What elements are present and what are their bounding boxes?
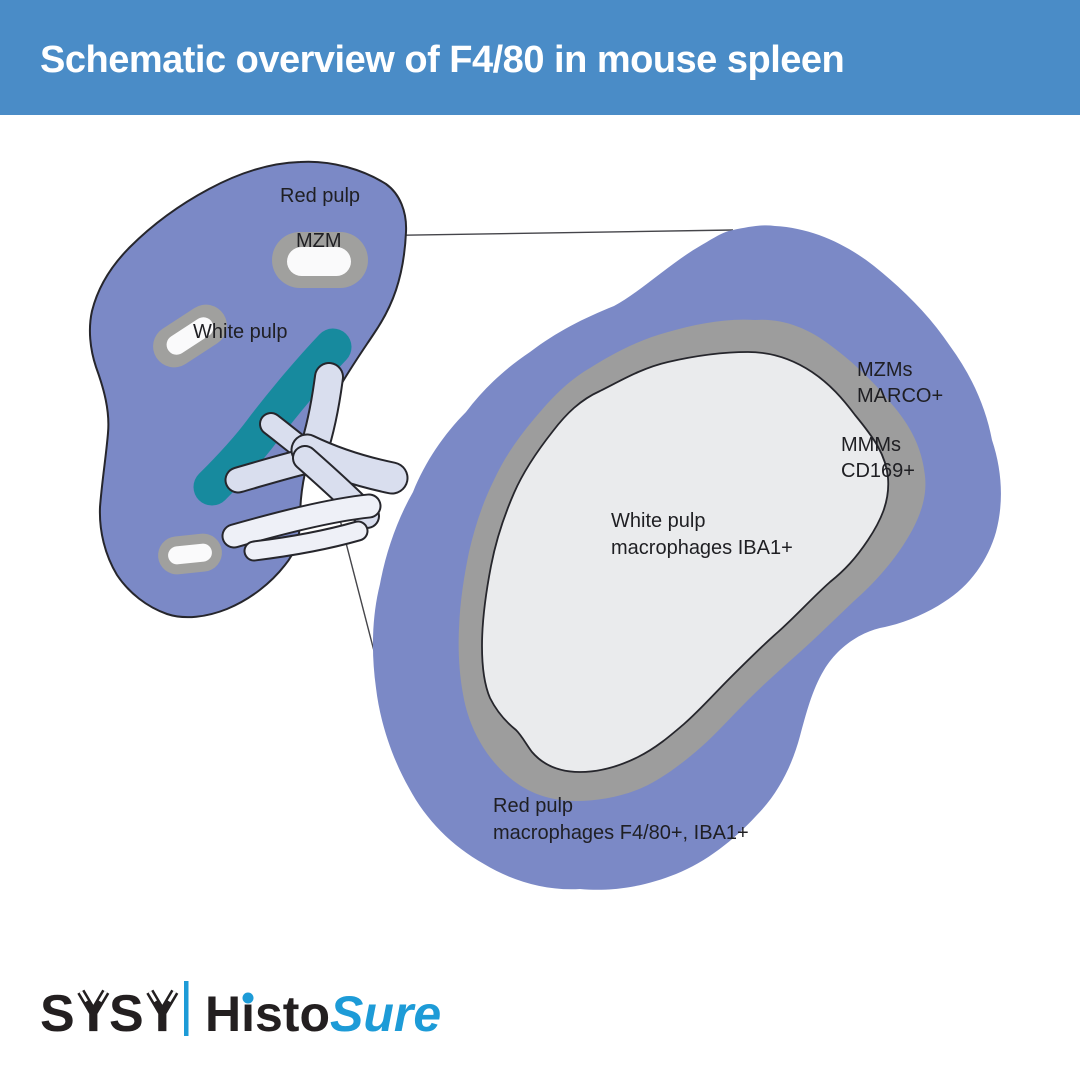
mmms-label-line1: MMMs	[841, 434, 901, 456]
logo-separator-bar	[184, 981, 189, 1036]
white-pulp-nodule-mzm	[272, 232, 368, 288]
sysy-letter-s1: S	[40, 985, 75, 1043]
red-pulp-label: Red pulp	[280, 185, 360, 207]
nodule-core	[287, 247, 351, 276]
mzms-label-line1: MZMs	[857, 359, 913, 381]
header-bar	[0, 0, 1080, 115]
brand-logo: S S HistoSure	[40, 981, 441, 1043]
nodule-core	[166, 317, 214, 355]
histosure-wordmark: HistoSure	[205, 986, 441, 1042]
white-pulp-macrophages-label-line2: macrophages IBA1+	[611, 537, 793, 559]
sysy-letter-s2: S	[109, 985, 144, 1043]
vessel-long-light	[223, 495, 380, 547]
antibody-y-icon	[146, 989, 179, 1032]
mzms-label-line2: MARCO+	[857, 385, 943, 407]
white-pulp-label: White pulp	[193, 321, 288, 343]
white-pulp-macrophages-label-line1: White pulp	[611, 510, 706, 532]
nodule-core	[168, 543, 212, 565]
antibody-y-icon	[77, 989, 110, 1032]
mmms-label-line2: CD169+	[841, 460, 915, 482]
histosure-histo: Histo	[205, 986, 330, 1042]
antibody-y-notch	[79, 990, 108, 1003]
mzm-label: MZM	[296, 230, 342, 252]
page-title: Schematic overview of F4/80 in mouse spl…	[40, 39, 844, 81]
antibody-y-notch	[148, 990, 177, 1003]
histosure-sure: Sure	[330, 986, 441, 1042]
sysy-wordmark: S S	[40, 985, 179, 1043]
red-pulp-macrophages-label-line1: Red pulp	[493, 795, 573, 817]
red-pulp-macrophages-label-line2: macrophages F4/80+, IBA1+	[493, 822, 749, 844]
histosure-i-dot	[242, 992, 254, 1004]
zoom-connector-line-top	[355, 229, 734, 237]
small-spleen-diagram: Red pulp MZM White pulp	[88, 160, 409, 619]
vessel-low-light	[245, 522, 367, 560]
zoom-view: MZMs MARCO+ MMMs CD169+ White pulp macro…	[372, 225, 1001, 890]
splenic-vessels	[221, 362, 409, 562]
white-pulp-nodule-bottom	[158, 533, 222, 575]
zoom-view-labels: MZMs MARCO+ MMMs CD169+ White pulp macro…	[493, 359, 943, 844]
small-spleen-labels: Red pulp MZM White pulp	[193, 185, 360, 343]
white-pulp-nodule-middle	[153, 304, 227, 368]
white-pulp-region	[481, 351, 890, 773]
